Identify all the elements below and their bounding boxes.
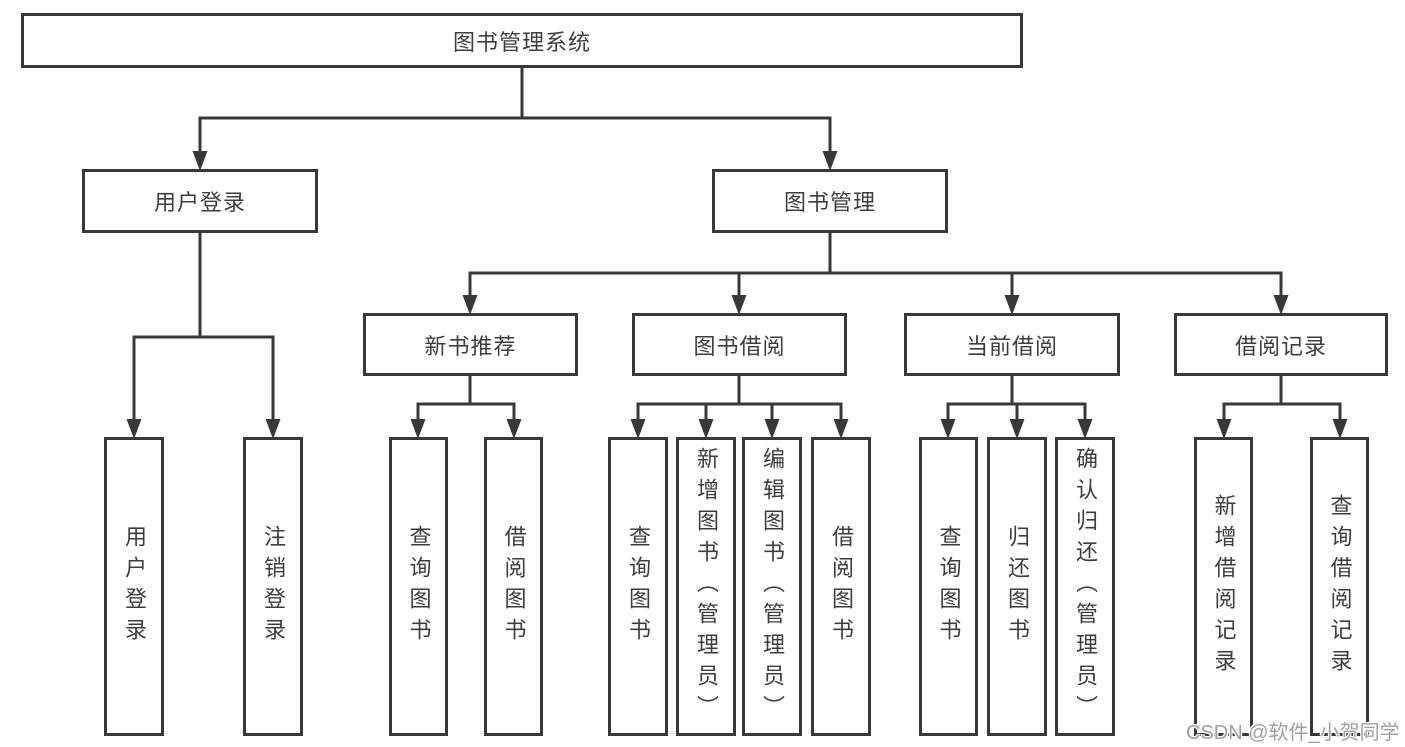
leaf-borrow-books: 借阅图书 [811,437,871,736]
leaf-newbook-query-books-label: 查询图书 [406,524,432,649]
leaf-newbook-borrow-books: 借阅图书 [484,437,543,736]
node-current-borrow-label: 当前借阅 [965,333,1058,359]
leaf-newbook-borrow-books-label: 借阅图书 [501,524,527,649]
node-current-borrow: 当前借阅 [904,313,1120,376]
node-book-borrow: 图书借阅 [632,313,847,376]
leaf-edit-books-admin-label: 编辑图书（管理员） [760,447,785,726]
node-user-login-label: 用户登录 [153,190,246,215]
connector-current-borrow-branch [940,374,1093,439]
connector-user-login-branch [126,229,281,439]
leaf-confirm-return-admin-label: 确认归还（管理员） [1073,447,1098,726]
leaf-user-login: 用户登录 [104,437,164,736]
node-library-system-label: 图书管理系统 [452,29,591,55]
leaf-add-borrow-record-label: 新增借阅记录 [1211,493,1237,680]
leaf-query-borrow-record-label: 查询借阅记录 [1327,493,1353,680]
node-book-management: 图书管理 [712,169,948,233]
leaf-return-books-label: 归还图书 [1005,524,1030,649]
node-library-system: 图书管理系统 [21,13,1023,68]
csdn-watermark: CSDN @软件_小贺同学 [1186,722,1400,744]
node-book-management-label: 图书管理 [783,190,876,215]
leaf-borrow-query-books: 查询图书 [608,437,668,736]
leaf-newbook-query-books: 查询图书 [389,437,448,736]
leaf-current-query-books-label: 查询图书 [936,524,962,649]
leaf-add-books-admin: 新增图书（管理员） [676,437,736,736]
leaf-logout: 注销登录 [243,437,303,736]
leaf-user-login-label: 用户登录 [122,524,147,649]
leaf-logout-label: 注销登录 [261,524,286,649]
connector-new-book-branch [410,374,522,439]
node-new-book-recommend: 新书推荐 [363,313,578,376]
leaf-confirm-return-admin: 确认归还（管理员） [1055,437,1115,736]
leaf-return-books: 归还图书 [987,437,1047,736]
node-borrow-records: 借阅记录 [1174,313,1388,376]
connector-book-management-branch [462,229,1289,315]
leaf-add-books-admin-label: 新增图书（管理员） [694,447,719,726]
node-borrow-records-label: 借阅记录 [1234,333,1327,359]
node-new-book-recommend-label: 新书推荐 [424,333,517,359]
node-user-login: 用户登录 [82,169,318,233]
leaf-add-borrow-record: 新增借阅记录 [1194,437,1253,736]
connector-borrow-records-branch [1216,374,1348,439]
connector-root-branch [192,64,838,171]
node-book-borrow-label: 图书借阅 [693,333,786,359]
leaf-current-query-books: 查询图书 [919,437,978,736]
connector-book-borrow-branch [630,374,849,439]
leaf-edit-books-admin: 编辑图书（管理员） [742,437,802,736]
leaf-query-borrow-record: 查询借阅记录 [1310,437,1369,736]
leaf-borrow-query-books-label: 查询图书 [626,524,651,649]
leaf-borrow-books-label: 借阅图书 [829,524,854,649]
